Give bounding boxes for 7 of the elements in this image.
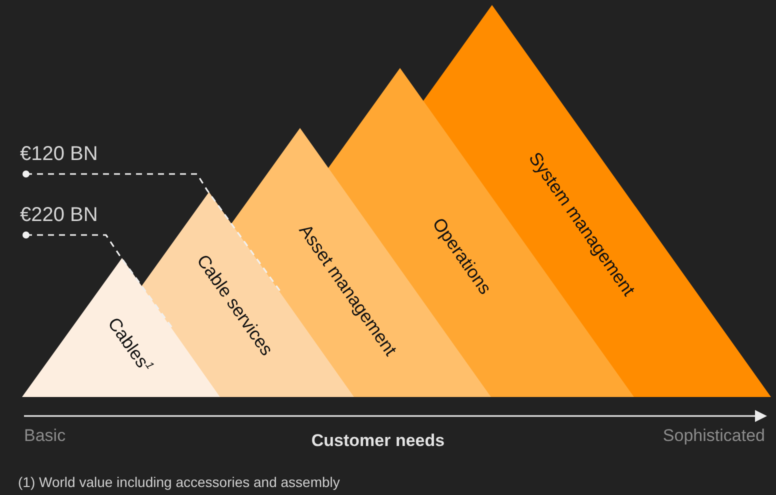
axis-label: Basic bbox=[24, 426, 66, 446]
footnote: (1) World value including accessories and assembly bbox=[18, 474, 340, 490]
value-label: €220 BN bbox=[20, 204, 98, 227]
axis-title: Customer needs bbox=[311, 431, 445, 451]
leader-line bbox=[22, 170, 281, 292]
value-label: €120 BN bbox=[20, 143, 98, 166]
axis-label: Sophisticated bbox=[662, 426, 765, 446]
